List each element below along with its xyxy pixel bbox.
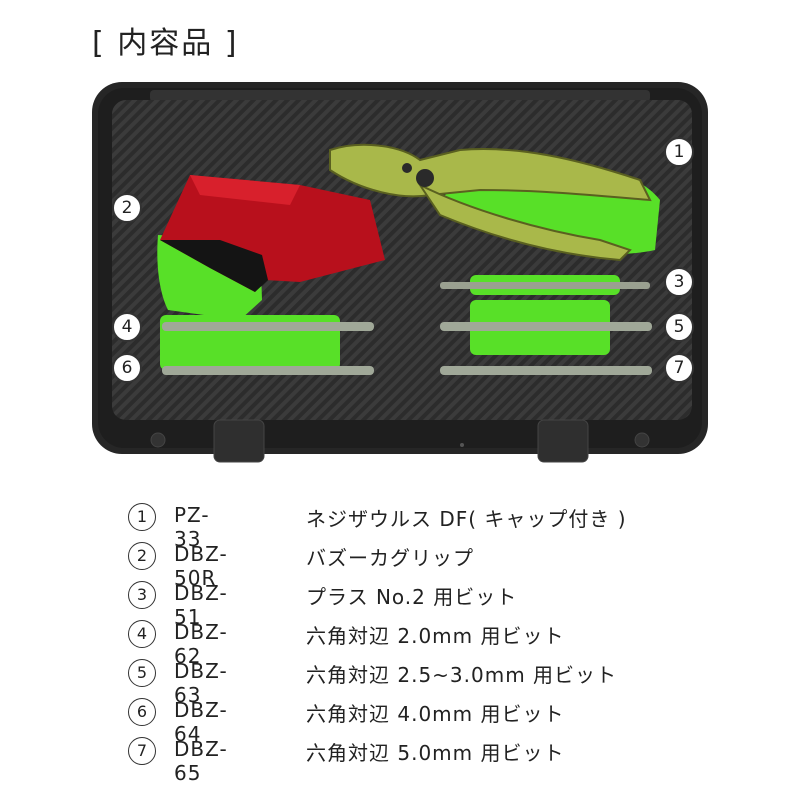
bit-5 xyxy=(440,322,652,331)
latch-left xyxy=(213,419,265,463)
item-description: 六角対辺 2.5~3.0mm 用ビット xyxy=(306,663,618,687)
item-code: DBZ-50R xyxy=(174,542,228,590)
marker-3: 3 xyxy=(664,267,694,297)
bit-7 xyxy=(440,366,652,375)
item-code: DBZ-62 xyxy=(174,620,228,668)
item-number: 6 xyxy=(128,698,156,726)
item-description: 六角対辺 2.0mm 用ビット xyxy=(306,624,565,648)
marker-6: 6 xyxy=(112,353,142,383)
marker-4: 4 xyxy=(112,312,142,342)
item-number: 5 xyxy=(128,659,156,687)
item-code: DBZ-63 xyxy=(174,659,228,707)
bit-3 xyxy=(440,282,650,289)
item-number: 4 xyxy=(128,620,156,648)
item-code: DBZ-65 xyxy=(174,737,228,785)
item-number: 1 xyxy=(128,503,156,531)
item-number: 7 xyxy=(128,737,156,765)
marker-2: 2 xyxy=(112,193,142,223)
bit-6 xyxy=(162,366,374,375)
tool-case-image xyxy=(92,82,708,463)
item-description: プラス No.2 用ビット xyxy=(306,585,518,609)
item-code: DBZ-51 xyxy=(174,581,228,629)
item-code: PZ-33 xyxy=(174,503,210,551)
marker-5: 5 xyxy=(664,312,694,342)
marker-1: 1 xyxy=(664,137,694,167)
latch-right xyxy=(537,419,589,463)
item-description: ネジザウルス DF( キャップ付き ) xyxy=(306,507,627,531)
marker-7: 7 xyxy=(664,353,694,383)
bazooka-grip-image xyxy=(160,175,385,292)
item-description: バズーカグリップ xyxy=(306,546,474,570)
item-number: 2 xyxy=(128,542,156,570)
section-heading: [ 内容品 ] xyxy=(92,26,239,61)
item-code: DBZ-64 xyxy=(174,698,228,746)
pliers-image xyxy=(329,143,652,262)
item-description: 六角対辺 4.0mm 用ビット xyxy=(306,702,565,726)
item-description: 六角対辺 5.0mm 用ビット xyxy=(306,741,565,765)
item-number: 3 xyxy=(128,581,156,609)
bit-4 xyxy=(162,322,374,331)
